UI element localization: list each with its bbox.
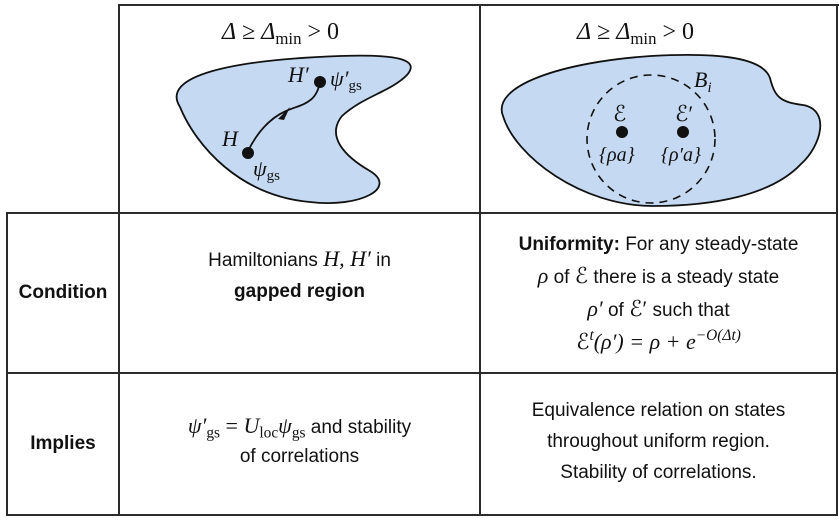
condition-gapped-line-2: gapped region — [234, 281, 365, 302]
end-point — [314, 76, 326, 88]
table-row-divider-2 — [6, 372, 838, 374]
path-arrow-icon — [278, 107, 290, 120]
equivalence-line-1: Equivalence relation on states — [531, 399, 786, 421]
gap-condition-formula-left: Δ ≥ Δmin > 0 — [222, 19, 340, 49]
header-cell-left: Δ ≥ Δmin > 0 H ψgs H′ ψ′gs — [120, 6, 479, 212]
table-divider-middle — [479, 4, 481, 515]
implies-unitary-line-1: ψ′gs = Ulocψgs and stability — [187, 413, 412, 442]
equivalence-line-3: Stability of correlations. — [560, 461, 757, 483]
uniformity-line-2: ρ of ℰ there is a steady state — [537, 263, 780, 288]
svg-text:Bi: Bi — [694, 67, 712, 96]
equivalence-line-2: throughout uniform region. — [547, 430, 770, 452]
svg-text:ℰ′: ℰ′ — [675, 101, 693, 126]
uniform-region-diagram: Bi ℰ ℰ′ {ρa} {ρ′a} — [500, 53, 822, 207]
implies-unitary-line-2: of correlations — [239, 446, 360, 467]
condition-gapped-cell: Hamiltonians H, H′ in gapped region — [120, 214, 479, 372]
row-label-implies: Implies — [30, 433, 96, 454]
uniformity-equation: ℰt(ρ′) = ρ + e−O(Δt) — [576, 326, 741, 354]
svg-text:{ρ′a}: {ρ′a} — [661, 144, 701, 166]
uniformity-line-1: Uniformity: For any steady-state — [518, 234, 799, 255]
gap-condition-formula-right: Δ ≥ Δmin > 0 — [577, 19, 695, 49]
table-border-bottom — [6, 514, 838, 516]
table-row-divider-1 — [6, 212, 838, 214]
implies-unitary-cell: ψ′gs = Ulocψgs and stability of correlat… — [120, 374, 479, 514]
table-border-right — [836, 4, 838, 516]
row-label-condition: Condition — [18, 282, 108, 303]
gapped-region-shape — [175, 54, 412, 204]
channel-point-1 — [616, 126, 628, 138]
table-border-left-header — [118, 4, 120, 515]
table-border-left — [6, 212, 8, 516]
ball-boundary — [586, 74, 716, 204]
svg-text:H: H — [221, 126, 239, 151]
svg-text:{ρa}: {ρa} — [599, 144, 635, 166]
svg-text:ψgs: ψgs — [253, 156, 280, 184]
condition-gapped-line-1: Hamiltonians H, H′ in — [208, 246, 391, 271]
start-point — [242, 147, 254, 159]
channel-point-2 — [677, 126, 689, 138]
header-cell-right: Δ ≥ Δmin > 0 Bi ℰ ℰ′ {ρa} {ρ′a} — [481, 6, 836, 212]
uniformity-line-3: ρ′ of ℰ′ such that — [587, 296, 730, 321]
svg-text:ℰ: ℰ — [613, 101, 626, 126]
implies-equivalence-cell: Equivalence relation on states throughou… — [481, 374, 836, 514]
svg-text:H′: H′ — [287, 62, 310, 87]
svg-text:ψ′gs: ψ′gs — [330, 66, 362, 94]
condition-uniformity-cell: Uniformity: For any steady-state ρ of ℰ … — [481, 214, 836, 372]
gapped-region-diagram: H ψgs H′ ψ′gs — [175, 54, 412, 204]
uniform-region-shape — [500, 53, 822, 207]
